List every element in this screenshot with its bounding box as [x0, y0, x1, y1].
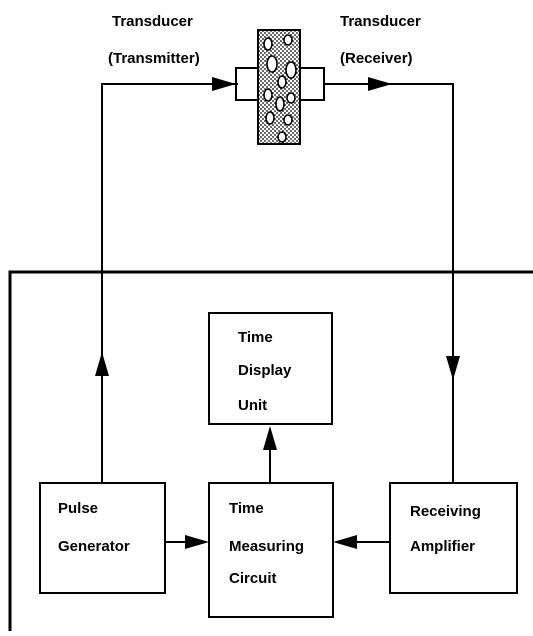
time-measuring-line-2: Measuring — [229, 538, 304, 555]
amplifier-to-measure-line — [333, 535, 390, 549]
instrument-enclosure — [8, 270, 533, 631]
receiving-amplifier-line-2: Amplifier — [410, 538, 475, 555]
pulse-generator-line-2: Generator — [58, 538, 130, 555]
arrow-right-icon — [368, 77, 392, 91]
measure-to-display-line — [263, 426, 277, 483]
test-specimen — [235, 29, 325, 145]
arrow-up-icon — [263, 426, 277, 450]
pulse-generator-block: Pulse Generator — [39, 482, 166, 594]
transmit-signal-line — [95, 77, 238, 483]
pulse-to-measure-line — [165, 535, 209, 549]
arrow-down-icon — [446, 356, 460, 380]
time-display-line-2: Display — [238, 362, 292, 379]
time-display-line-3: Unit — [238, 397, 267, 414]
arrow-right-icon — [212, 77, 236, 91]
receiver-title: Transducer — [340, 13, 421, 30]
time-measuring-circuit-block: Time Measuring Circuit — [208, 482, 334, 618]
arrow-right-icon — [185, 535, 209, 549]
transmitter-title: Transducer — [112, 13, 193, 30]
receiver-subtitle: (Receiver) — [340, 50, 413, 67]
receiver-transducer — [299, 67, 325, 101]
time-measuring-line-1: Time — [229, 500, 264, 517]
receive-signal-line — [324, 77, 460, 483]
time-display-line-1: Time — [238, 329, 273, 346]
receiving-amplifier-line-1: Receiving — [410, 503, 481, 520]
pulse-generator-line-1: Pulse — [58, 500, 98, 517]
transmitter-transducer — [235, 67, 261, 101]
arrow-left-icon — [333, 535, 357, 549]
time-display-unit-block: Time Display Unit — [208, 312, 333, 425]
arrow-up-icon — [95, 352, 109, 376]
time-measuring-line-3: Circuit — [229, 570, 277, 587]
transmitter-subtitle: (Transmitter) — [108, 50, 200, 67]
receiving-amplifier-block: Receiving Amplifier — [389, 482, 518, 594]
